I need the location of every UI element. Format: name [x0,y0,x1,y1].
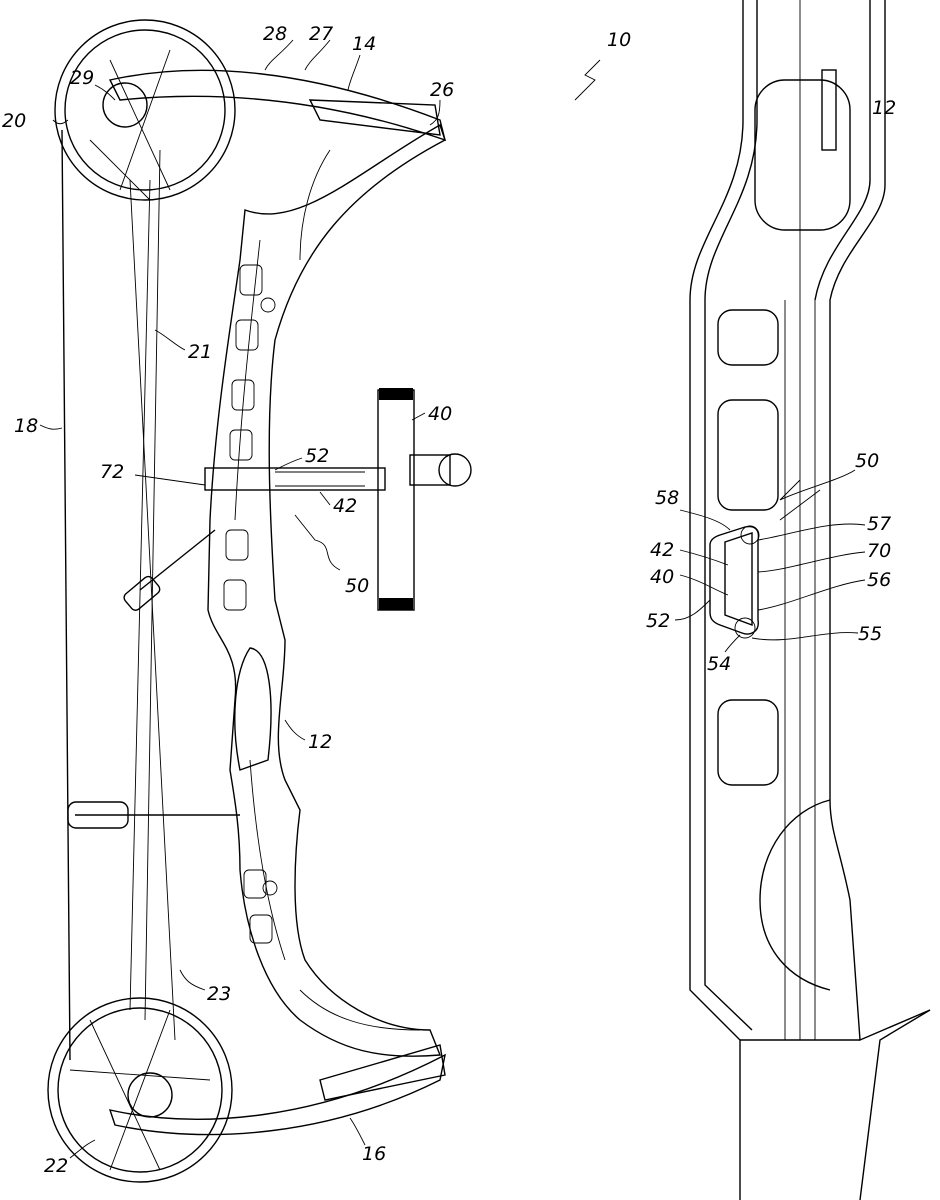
ref-42: 42 [333,495,357,517]
ref-50: 50 [345,575,369,597]
ref-27: 27 [309,23,333,45]
riser-detail-figure [674,0,931,1200]
riser [207,123,446,1057]
ref-40: 40 [428,403,452,425]
ref-57: 57 [867,513,891,535]
ref-42-right: 42 [650,539,674,561]
ref-58: 58 [655,487,679,509]
ref-18: 18 [14,415,38,437]
upper-limb [108,69,446,142]
mounting-interface [709,525,760,639]
leader-lines [39,39,601,1159]
ref-72: 72 [100,461,124,483]
ref-14: 14 [352,33,376,55]
grip [234,647,272,771]
ref-50-right: 50 [855,450,879,472]
ref-16: 16 [362,1143,386,1165]
lower-cam [47,997,233,1183]
upper-cam [54,19,236,201]
sight-assembly [204,388,472,611]
right-reference-numerals: 12 50 58 57 42 70 40 56 52 55 54 [646,97,896,675]
ref-23: 23 [207,983,231,1005]
bow-figure [39,19,601,1183]
ref-12-left: 12 [308,731,332,753]
ref-56: 56 [867,569,891,591]
bowstring [61,129,71,1061]
ref-21: 21 [188,341,212,363]
detail-leader-lines [674,469,866,653]
ref-22: 22 [44,1155,68,1177]
ref-20: 20 [2,110,26,132]
ref-26: 26 [430,79,454,101]
ref-29: 29 [70,67,94,89]
ref-28: 28 [263,23,287,45]
lower-limb [108,1053,446,1136]
left-reference-numerals: 10 28 27 14 26 29 20 21 18 72 52 40 42 5… [2,23,631,1177]
ref-12-right: 12 [872,97,896,119]
ref-40-right: 40 [650,566,674,588]
riser-cutouts [223,149,421,1031]
ref-70: 70 [867,540,891,562]
ref-52: 52 [305,445,329,467]
ref-55: 55 [858,623,882,645]
ref-10: 10 [607,29,631,51]
ref-52-right: 52 [646,610,670,632]
ref-54: 54 [707,653,731,675]
